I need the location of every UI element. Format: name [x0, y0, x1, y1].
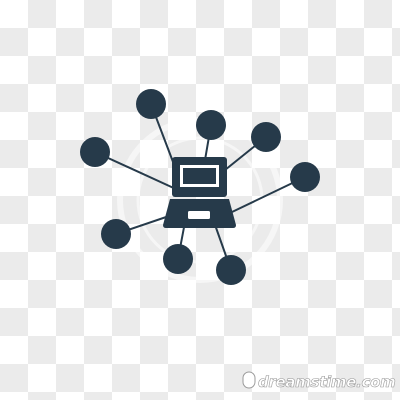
node-bottom-center [163, 244, 193, 274]
network-nodes [80, 89, 320, 285]
node-left [80, 137, 110, 167]
dreamstime-logo [242, 371, 256, 389]
node-bottom-right [216, 255, 246, 285]
laptop-icon [163, 157, 236, 228]
node-right [290, 162, 320, 192]
watermark-text: dreamstime.com [258, 373, 395, 391]
node-top-center [196, 110, 226, 140]
node-top-right [251, 122, 281, 152]
node-bottom-left [101, 219, 131, 249]
node-top-left [136, 89, 166, 119]
link-to-node-left [94, 151, 179, 191]
watermark: dreamstime.com [242, 371, 396, 391]
laptop-trackpad [188, 211, 210, 219]
